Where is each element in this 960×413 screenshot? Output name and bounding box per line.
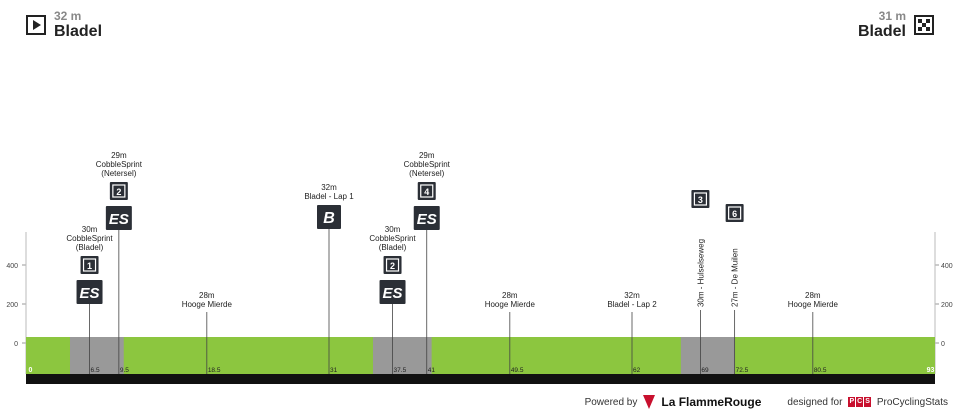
distance-end-badge (926, 365, 935, 374)
number-badge-frame (420, 184, 434, 198)
y-tick-label-left: 400 (6, 263, 18, 270)
sprint-badge (379, 280, 406, 304)
point-altitude: 30m (82, 225, 98, 234)
point-name: Bladel - Lap 2 (607, 300, 657, 309)
distance-marker-label: 69 (701, 367, 709, 374)
number-badge-label: 3 (698, 195, 703, 205)
sprint-badge-icon: ES (417, 211, 437, 228)
play-icon (26, 15, 46, 35)
number-badge (691, 190, 710, 208)
point-name: CobbleSprint (369, 234, 416, 243)
distance-base-bar (26, 374, 935, 384)
sprint-badge (76, 280, 103, 304)
distance-marker-label: 72.5 (736, 367, 749, 374)
number-badge (417, 182, 436, 200)
point-name: Hooge Mierde (788, 300, 839, 309)
start-altitude: 32 m (54, 9, 82, 23)
distance-marker-label: 62 (633, 367, 641, 374)
point-altitude: 28m (805, 291, 821, 300)
bonus-badge (317, 205, 341, 229)
finish-altitude: 31 m (878, 9, 906, 23)
start-header: 32 m Bladel (26, 10, 102, 40)
pcs-brand: ProCyclingStats (876, 396, 948, 408)
distance-marker-label: 49.5 (511, 367, 524, 374)
point-subname: (Bladel) (379, 243, 407, 252)
sprint-badge (413, 206, 440, 230)
point-altitude: 32m (624, 291, 640, 300)
y-tick-label-right: 400 (941, 263, 953, 270)
point-name: Hooge Mierde (182, 300, 233, 309)
footer: Powered by La FlammeRouge designed for P… (585, 395, 948, 409)
y-tick-label-left: 200 (6, 302, 18, 309)
cobble-sector (372, 337, 432, 374)
sprint-badge-icon: ES (80, 285, 100, 302)
designed-for-label: designed for (787, 396, 843, 408)
distance-marker-label: 9.5 (120, 367, 129, 374)
y-tick-label-left: 0 (14, 341, 18, 348)
finish-town: Bladel (857, 23, 906, 40)
number-badge-label: 2 (116, 187, 121, 197)
point-altitude: 28m (502, 291, 518, 300)
point-name: Hooge Mierde (485, 300, 536, 309)
distance-marker-label: 31 (330, 367, 338, 374)
point-subname: (Bladel) (76, 243, 104, 252)
distance-marker-label: 37.5 (394, 367, 407, 374)
point-altitude: 29m (419, 151, 435, 160)
number-badge-label: 6 (732, 209, 737, 219)
point-altitude: 28m (199, 291, 215, 300)
number-badge-frame (693, 192, 708, 206)
number-badge-frame (728, 206, 742, 220)
distance-marker-label: 18.5 (208, 367, 221, 374)
number-badge-label: 2 (390, 261, 395, 271)
cobble-sector (69, 337, 124, 374)
checkered-flag-icon (914, 15, 934, 35)
cobble-sector (680, 337, 735, 374)
point-name: Bladel - Lap 1 (304, 192, 354, 201)
flamme-rouge-logo-icon (643, 395, 656, 409)
point-vertical-label: 27m - De Muilen (731, 248, 740, 307)
sprint-badge-icon: ES (383, 285, 403, 302)
distance-marker-label: 0 (29, 367, 33, 374)
powered-by-label: Powered by (584, 396, 638, 408)
finish-header: 31 m Bladel (858, 10, 934, 40)
point-vertical-label: 30m - Hulselseweg (696, 239, 705, 307)
terrain-area (26, 337, 935, 374)
point-name: CobbleSprint (404, 160, 451, 169)
number-badge-frame (112, 184, 126, 198)
distance-marker-label: 41 (428, 367, 436, 374)
flamme-rouge-brand: La FlammeRouge (661, 395, 762, 409)
distance-marker-label: 6.5 (91, 367, 100, 374)
number-badge-label: 1 (87, 261, 92, 271)
number-badge-label: 4 (424, 187, 429, 197)
number-badge-frame (82, 258, 97, 272)
number-badge (383, 256, 402, 274)
number-badge (80, 256, 99, 274)
y-tick-label-right: 200 (941, 302, 953, 309)
distance-marker-label: 80.5 (814, 367, 827, 374)
y-tick-label-right: 0 (941, 341, 945, 348)
number-badge-frame (385, 258, 400, 272)
point-subname: (Netersel) (101, 169, 136, 178)
sprint-badge-icon: ES (109, 211, 129, 228)
point-name: CobbleSprint (96, 160, 143, 169)
sprint-badge (105, 206, 132, 230)
point-altitude: 29m (111, 151, 127, 160)
number-badge (109, 182, 128, 200)
bonus-badge-icon: B (323, 210, 335, 227)
point-altitude: 30m (385, 225, 401, 234)
number-badge (725, 204, 744, 222)
start-town: Bladel (54, 23, 103, 40)
point-altitude: 32m (321, 183, 337, 192)
distance-end-badge (26, 365, 35, 374)
point-name: CobbleSprint (66, 234, 113, 243)
distance-marker-label: 93 (927, 367, 935, 374)
point-subname: (Netersel) (409, 169, 444, 178)
